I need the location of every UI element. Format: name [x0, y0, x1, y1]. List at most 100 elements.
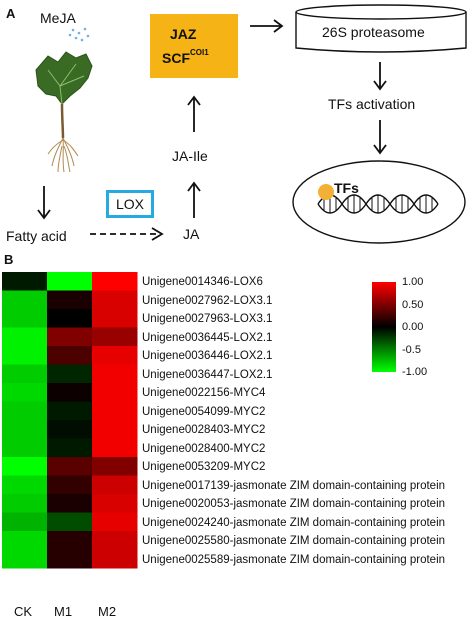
- heatmap-cell: [92, 309, 138, 328]
- panel-a-letter: A: [6, 6, 16, 21]
- arrow-plant-to-fatty-acid: [37, 186, 51, 220]
- gene-label: Unigene0028403-MYC2: [142, 424, 266, 436]
- heatmap-cell: [92, 420, 138, 439]
- heatmap-cell: [47, 272, 93, 291]
- proteasome-label: 26S proteasome: [322, 24, 425, 40]
- scf-superscript: COI1: [190, 48, 209, 57]
- heatmap-grid: [2, 272, 138, 569]
- gene-label: Unigene0025589-jasmonate ZIM domain-cont…: [142, 553, 446, 566]
- column-label-m2: M2: [98, 604, 117, 619]
- gene-label: Unigene0036446-LOX2.1: [142, 350, 273, 362]
- gene-label: Unigene0036447-LOX2.1: [142, 368, 273, 381]
- gene-label: Unigene0053209-MYC2: [142, 461, 266, 473]
- heatmap-cell: [92, 290, 138, 310]
- heatmap-cell: [47, 531, 93, 550]
- heatmap-cell: [2, 531, 48, 550]
- heatmap-cell: [47, 420, 93, 439]
- arrow-proteasome-to-tfs: [373, 62, 387, 91]
- heatmap-cell: [47, 549, 93, 569]
- plant-illustration: [35, 27, 93, 173]
- heatmap-cell: [92, 531, 138, 550]
- heatmap-cell: [47, 327, 93, 347]
- heatmap-cell: [2, 457, 48, 476]
- heatmap-cell: [92, 346, 138, 365]
- heatmap-cell: [47, 401, 93, 421]
- jaz-scf-box: JAZ SCFCOI1: [150, 14, 238, 78]
- gene-label: Unigene0020053-jasmonate ZIM domain-cont…: [142, 498, 446, 510]
- fatty-acid-label: Fatty acid: [6, 228, 67, 244]
- nucleus-dna-illustration: [292, 160, 466, 244]
- color-scale-bar: [372, 282, 396, 372]
- jaz-label: JAZ: [170, 26, 197, 42]
- column-label-ck: CK: [14, 604, 33, 619]
- heatmap-cell: [2, 272, 48, 291]
- heatmap-cell: [2, 420, 48, 439]
- gene-label: Unigene0054099-MYC2: [142, 405, 266, 418]
- arrow-ja-ile-to-jaz: [187, 95, 201, 132]
- heatmap-cell: [92, 272, 138, 291]
- heatmap-cell: [47, 512, 93, 532]
- ja-ile-label: JA-Ile: [172, 148, 208, 164]
- gene-label: Unigene0017139-jasmonate ZIM domain-cont…: [142, 479, 446, 492]
- heatmap-cell: [47, 457, 93, 476]
- heatmap-cell: [92, 512, 138, 532]
- heatmap-cell: [47, 290, 93, 310]
- heatmap-cell: [47, 364, 93, 384]
- heatmap-cell: [2, 290, 48, 310]
- heatmap-cell: [2, 309, 48, 328]
- color-scale-tick: -0.5: [402, 343, 421, 356]
- tfs-label: TFs: [334, 180, 359, 196]
- heatmap-cell: [2, 438, 48, 458]
- tf-dot: [318, 184, 334, 200]
- heatmap-cell: [47, 383, 93, 402]
- heatmap-cell: [2, 549, 48, 569]
- heatmap-cell: [92, 549, 138, 569]
- heatmap-cell: [92, 438, 138, 458]
- heatmap-cell: [47, 475, 93, 495]
- heatmap-cell: [92, 327, 138, 347]
- scf-label: SCFCOI1: [162, 48, 209, 66]
- heatmap-cell: [2, 475, 48, 495]
- color-scale-tick: 0.00: [402, 321, 424, 333]
- heatmap-cell: [2, 401, 48, 421]
- gene-label: Unigene0025580-jasmonate ZIM domain-cont…: [142, 535, 446, 547]
- heatmap-cell: [92, 364, 138, 384]
- proteasome-cylinder: [295, 4, 467, 53]
- gene-label: Unigene0027962-LOX3.1: [142, 294, 273, 307]
- gene-label: Unigene0027963-LOX3.1: [142, 313, 273, 325]
- panel-b-letter: B: [4, 252, 14, 267]
- heatmap-cell: [2, 383, 48, 402]
- heatmap-cell: [92, 383, 138, 402]
- heatmap-cell: [92, 401, 138, 421]
- scf-text: SCF: [162, 50, 190, 66]
- heatmap-cell: [47, 438, 93, 458]
- heatmap-cell: [2, 327, 48, 347]
- gene-label: Unigene0014346-LOX6: [142, 276, 263, 288]
- heatmap-cell: [2, 346, 48, 365]
- meja-label: MeJA: [40, 10, 76, 26]
- heatmap-cell: [2, 494, 48, 513]
- gene-label: Unigene0022156-MYC4: [142, 387, 266, 399]
- color-scale-tick: -1.00: [402, 366, 428, 378]
- dashed-arrow-fatty-acid-to-ja: [90, 227, 164, 241]
- heatmap-cell: [47, 309, 93, 328]
- arrow-tfs-to-nucleus: [373, 120, 387, 155]
- heatmap-cell: [92, 475, 138, 495]
- gene-label: Unigene0036445-LOX2.1: [142, 331, 273, 344]
- tfs-activation-label: TFs activation: [328, 96, 416, 112]
- heatmap-cell: [92, 494, 138, 513]
- arrow-jaz-to-proteasome: [250, 19, 284, 33]
- gene-label: Unigene0024240-jasmonate ZIM domain-cont…: [142, 516, 446, 529]
- heatmap-cell: [92, 457, 138, 476]
- heatmap-cell: [47, 494, 93, 513]
- arrow-ja-to-ja-ile: [187, 181, 201, 218]
- color-scale-tick: 0.50: [402, 298, 424, 311]
- gene-label: Unigene0028400-MYC2: [142, 442, 266, 455]
- heatmap-cell: [2, 364, 48, 384]
- lox-box: LOX: [106, 190, 154, 218]
- column-label-m1: M1: [54, 604, 73, 619]
- heatmap-cell: [47, 346, 93, 365]
- color-scale-tick: 1.00: [402, 276, 424, 288]
- heatmap-cell: [2, 512, 48, 532]
